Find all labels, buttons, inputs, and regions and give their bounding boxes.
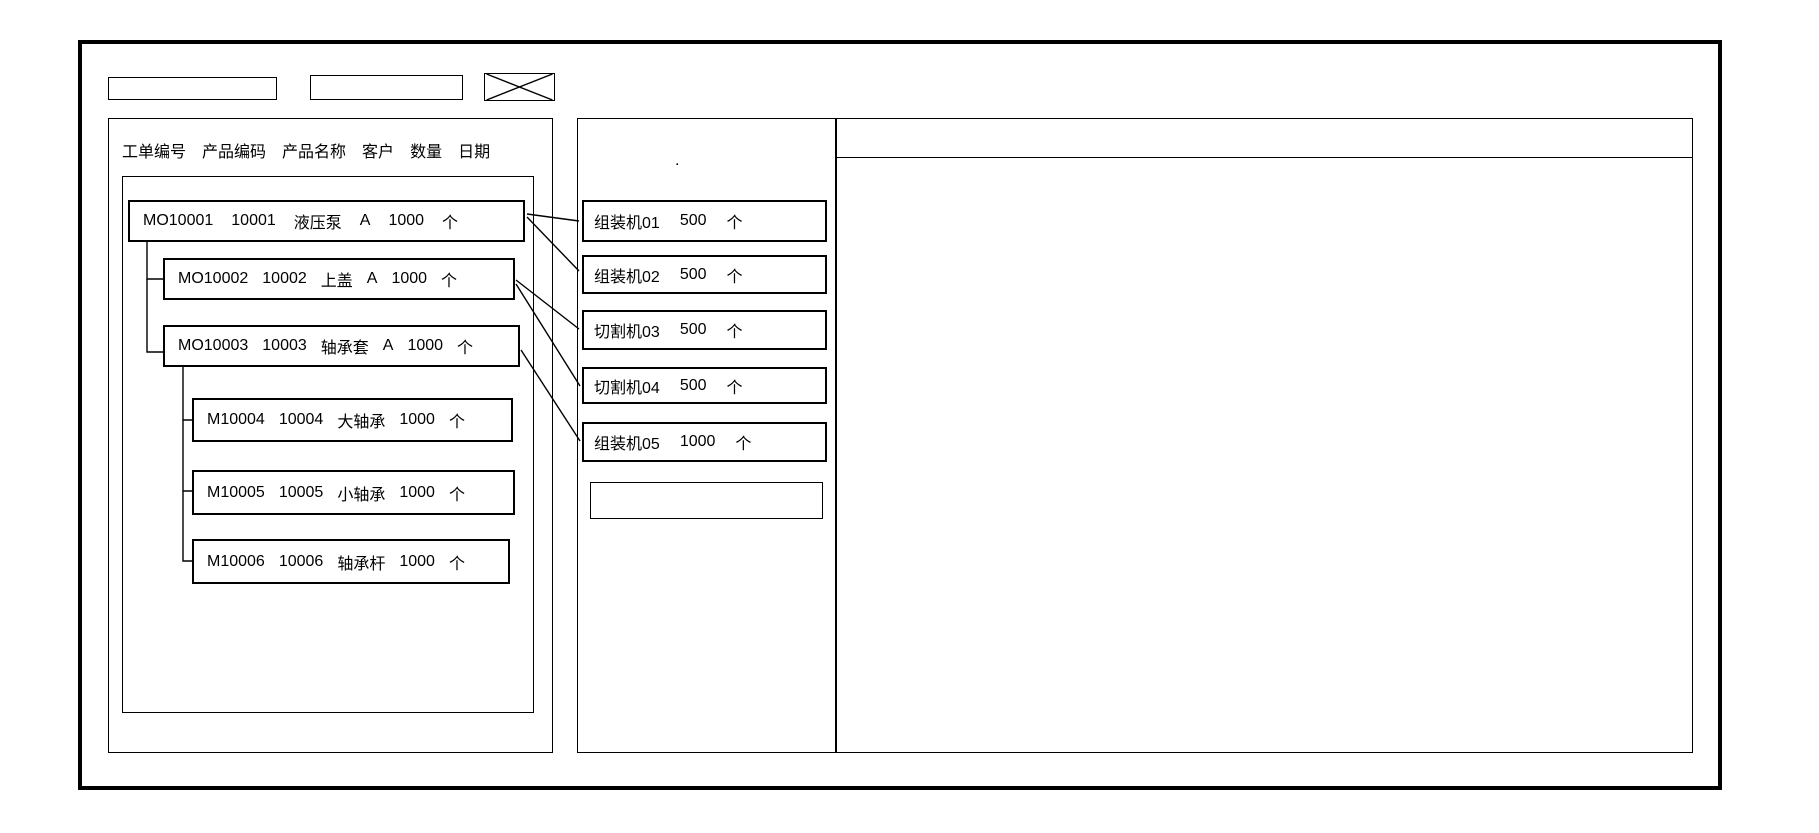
machine-unit: 个 <box>726 379 743 397</box>
order-product: 上盖 <box>320 273 353 290</box>
machine-qty: 1000 <box>679 433 716 450</box>
machine-qty: 500 <box>679 376 707 394</box>
order-wo: M10004 <box>207 411 265 428</box>
order-wo: M10005 <box>207 483 265 501</box>
order-code: 10002 <box>262 270 307 287</box>
toolbar-field-2[interactable] <box>310 75 463 100</box>
order-customer: A <box>382 337 394 354</box>
order-code: 10003 <box>262 337 307 354</box>
machine-name: 切割机03 <box>594 324 660 341</box>
machine-empty-slot[interactable] <box>590 482 823 519</box>
order-qty: 1000 <box>391 270 428 287</box>
machine-node-05[interactable]: 组装机05 1000 个 <box>582 422 827 462</box>
machine-node-02[interactable]: 组装机02 500 个 <box>582 255 827 294</box>
order-unit: 个 <box>442 215 459 232</box>
order-code: 10005 <box>278 483 324 501</box>
machine-node-01[interactable]: 组装机01 500 个 <box>582 200 827 242</box>
order-unit: 个 <box>441 273 458 290</box>
machine-panel-dot: . <box>675 152 680 169</box>
order-qty: 1000 <box>407 337 444 354</box>
machine-unit: 个 <box>735 436 752 453</box>
order-unit: 个 <box>457 340 474 357</box>
order-product: 轴承套 <box>320 340 369 357</box>
col-header-product: 产品名称 <box>282 144 347 161</box>
order-qty: 1000 <box>399 483 435 501</box>
order-wo: MO10001 <box>143 212 214 229</box>
machine-qty: 500 <box>679 321 707 338</box>
machine-name: 切割机04 <box>594 379 660 397</box>
close-button[interactable] <box>484 73 555 101</box>
schedule-header-row <box>836 118 1693 158</box>
machine-qty: 500 <box>679 212 707 229</box>
order-node-MO10001[interactable]: MO10001 10001 液压泵 A 1000 个 <box>128 200 525 242</box>
order-product: 轴承杆 <box>337 555 386 573</box>
order-node-M10004[interactable]: M10004 10004 大轴承 1000 个 <box>192 398 513 442</box>
order-customer: A <box>359 212 371 229</box>
machine-name: 组装机02 <box>594 268 660 286</box>
toolbar-field-1[interactable] <box>108 77 277 100</box>
machine-name: 组装机05 <box>594 436 660 453</box>
col-header-qty: 数量 <box>410 144 443 161</box>
machine-node-03[interactable]: 切割机03 500 个 <box>582 310 827 350</box>
machine-unit: 个 <box>726 268 743 286</box>
order-node-M10005[interactable]: M10005 10005 小轴承 1000 个 <box>192 470 515 515</box>
order-node-M10006[interactable]: M10006 10006 轴承杆 1000 个 <box>192 539 510 584</box>
order-node-MO10003[interactable]: MO10003 10003 轴承套 A 1000 个 <box>163 325 520 367</box>
machine-unit: 个 <box>726 215 743 232</box>
order-unit: 个 <box>448 414 465 431</box>
order-wo: M10006 <box>207 552 265 570</box>
order-unit: 个 <box>448 486 465 504</box>
order-qty: 1000 <box>388 212 425 229</box>
order-code: 10001 <box>231 212 276 229</box>
machine-unit: 个 <box>726 324 743 341</box>
order-code: 10006 <box>278 552 324 570</box>
order-product: 小轴承 <box>337 486 386 504</box>
machine-name: 组装机01 <box>594 215 660 232</box>
order-product: 液压泵 <box>293 215 342 232</box>
col-header-date: 日期 <box>458 144 491 161</box>
order-product: 大轴承 <box>337 414 386 431</box>
order-column-headers: 工单编号 产品编码 产品名称 客户 数量 日期 <box>122 138 490 162</box>
order-qty: 1000 <box>399 411 435 428</box>
order-wo: MO10003 <box>178 337 249 354</box>
machine-node-04[interactable]: 切割机04 500 个 <box>582 367 827 404</box>
order-tree-container <box>122 176 534 713</box>
order-unit: 个 <box>448 555 465 573</box>
order-qty: 1000 <box>399 552 435 570</box>
order-wo: MO10002 <box>178 270 249 287</box>
order-node-MO10002[interactable]: MO10002 10002 上盖 A 1000 个 <box>163 258 515 300</box>
col-header-code: 产品编码 <box>202 144 267 161</box>
order-customer: A <box>366 270 378 287</box>
schedule-panel <box>836 118 1693 753</box>
machine-qty: 500 <box>679 265 707 283</box>
close-icon <box>486 74 553 100</box>
col-header-customer: 客户 <box>362 144 395 161</box>
order-code: 10004 <box>278 411 324 428</box>
col-header-wo: 工单编号 <box>122 144 187 161</box>
